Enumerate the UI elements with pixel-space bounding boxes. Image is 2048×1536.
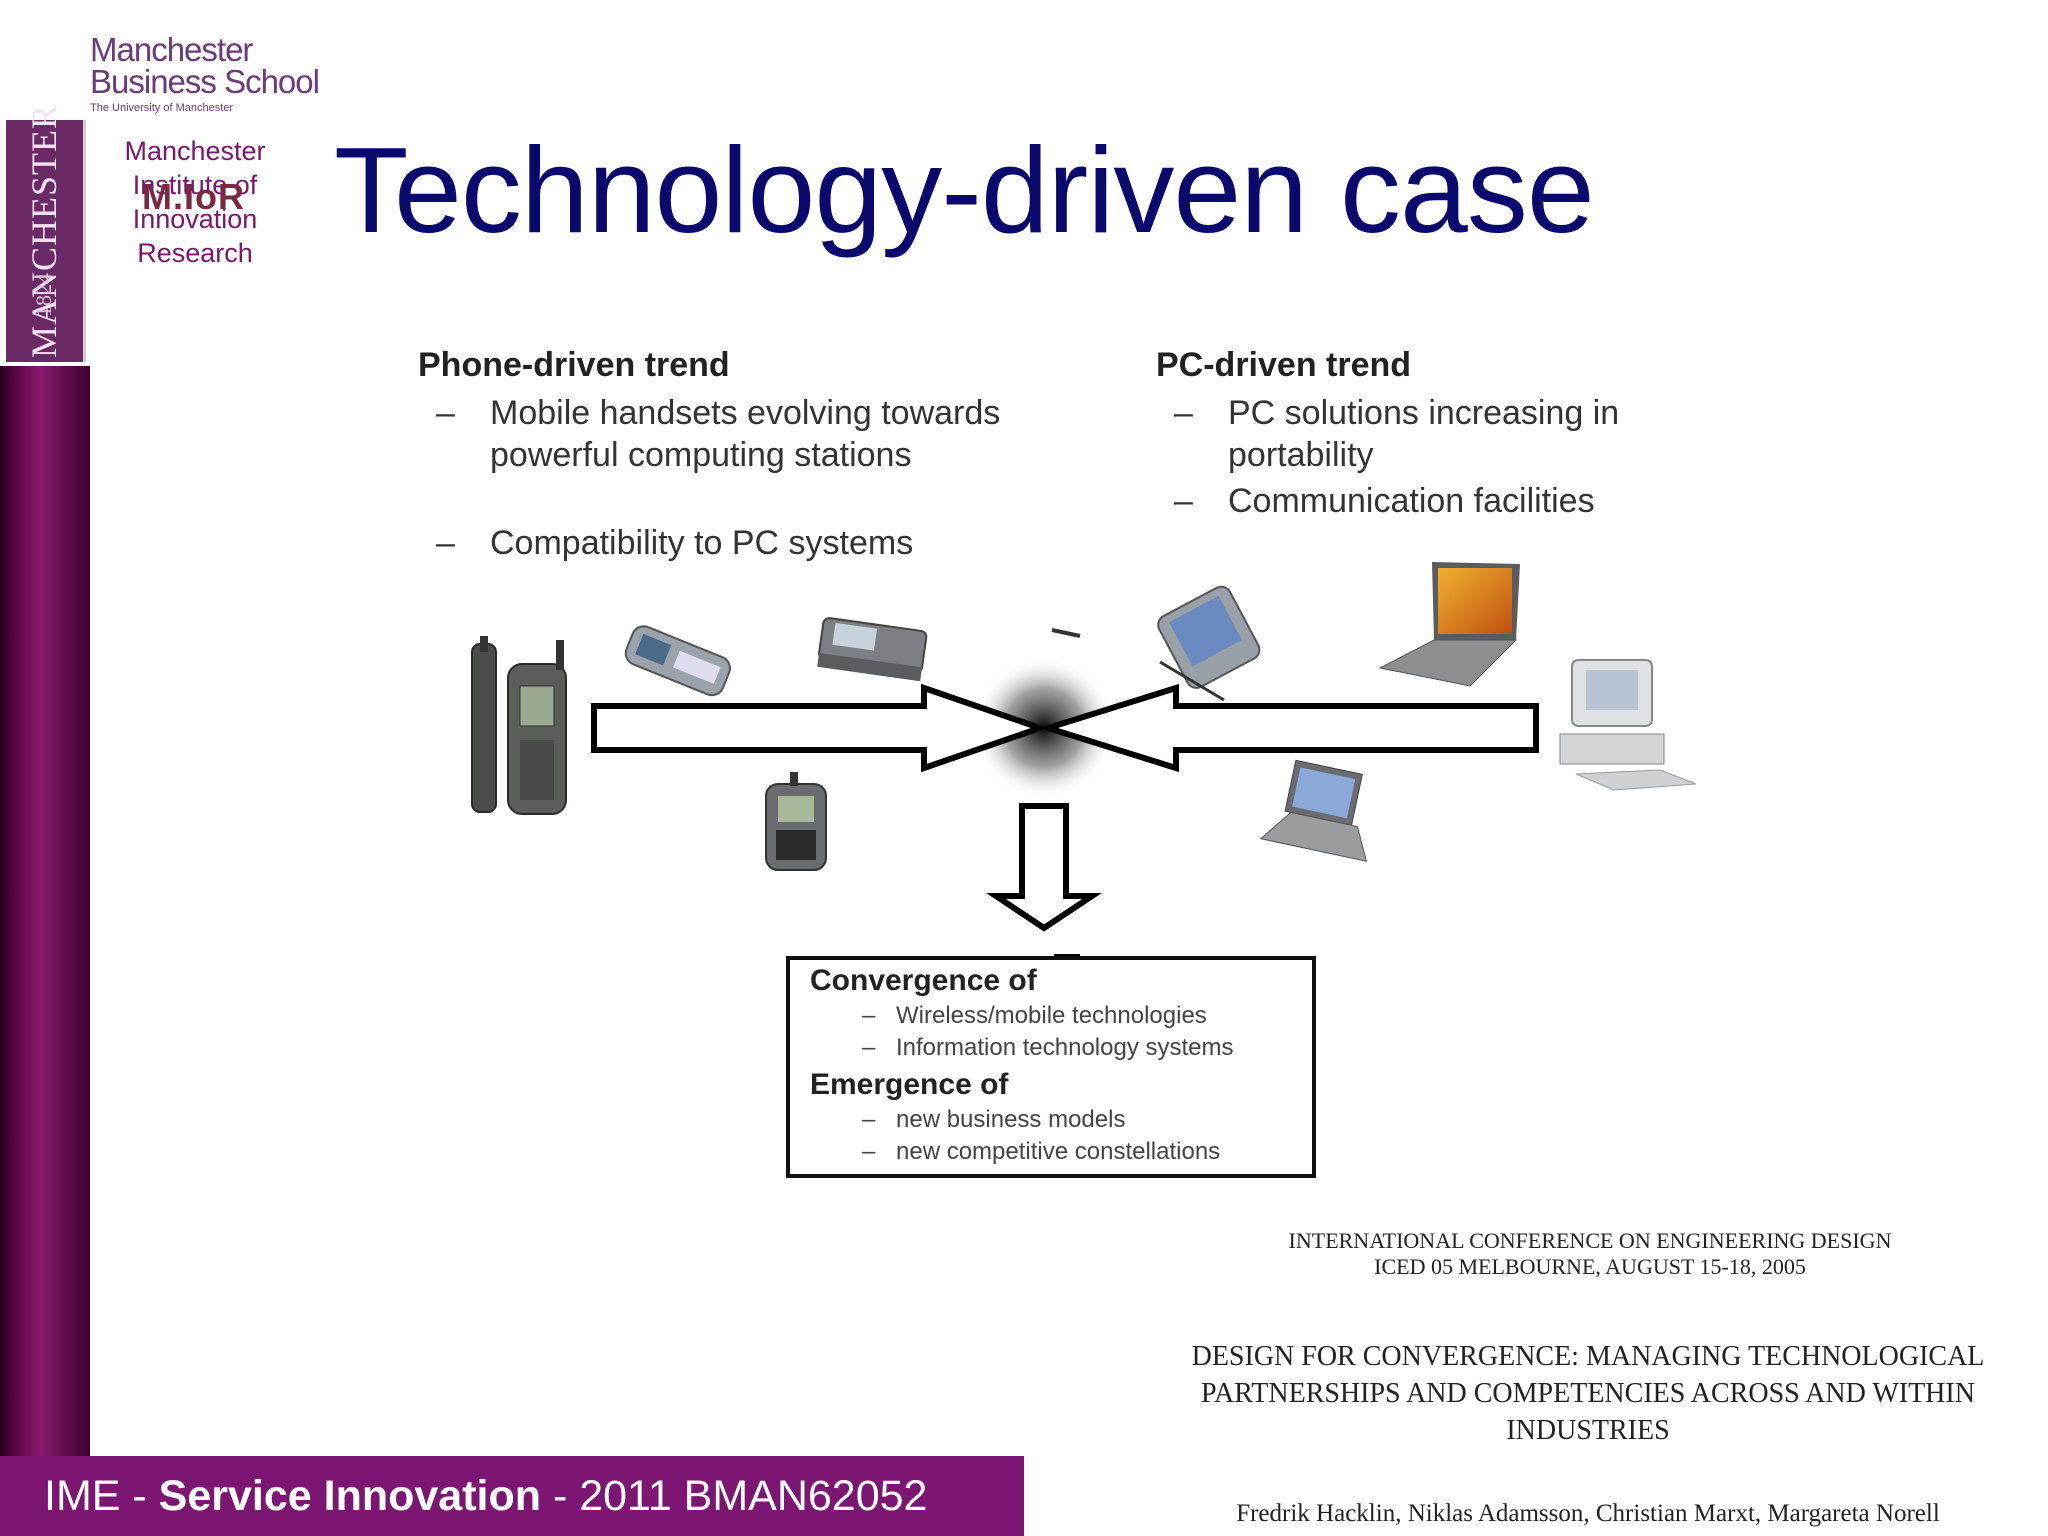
laptop-icon bbox=[1378, 562, 1520, 687]
phone-trend-bullet: –Compatibility to PC systems bbox=[436, 524, 914, 562]
convergence-diagram bbox=[471, 562, 1697, 958]
university-crest: MANCHESTER 1824 bbox=[6, 104, 86, 362]
emergence-heading: Emergence of bbox=[810, 1068, 1009, 1101]
mbs-logo-line1: Manchester bbox=[90, 31, 253, 68]
phone-trend-heading: Phone-driven trend bbox=[418, 346, 730, 384]
down-arrow bbox=[986, 803, 1102, 932]
mior-line: Research bbox=[137, 238, 253, 268]
mior-line: Institute of bbox=[132, 170, 258, 200]
desktop-pc-icon bbox=[1559, 659, 1697, 791]
smartphone-icon bbox=[817, 617, 928, 682]
mbs-logo-line3: The University of Manchester bbox=[90, 102, 234, 114]
footer-course: Service Innovation bbox=[158, 1472, 542, 1520]
pc-trend-bullet: –Communication facilities bbox=[1174, 482, 1595, 520]
convergence-box: Convergence of –Wireless/mobile technolo… bbox=[786, 956, 1316, 1178]
phone-trend-bullet: –Mobile handsets evolving towards powerf… bbox=[436, 394, 1001, 474]
footer-prefix: IME - bbox=[44, 1472, 159, 1520]
mbs-logo-line2: Business School bbox=[90, 63, 320, 100]
slide-title: Technology-driven case bbox=[334, 122, 1595, 258]
stroke-mark bbox=[1051, 628, 1081, 638]
flip-phone-icon bbox=[624, 625, 731, 697]
emergence-item: –new business models bbox=[862, 1106, 1126, 1133]
convergence-item: –Information technology systems bbox=[862, 1034, 1234, 1061]
paper-authors: Fredrik Hacklin, Niklas Adamsson, Christ… bbox=[1236, 1500, 1940, 1527]
convergence-item: –Wireless/mobile technologies bbox=[862, 1002, 1207, 1029]
mior-mark: M.IoR bbox=[142, 176, 245, 217]
left-decorative-bar bbox=[0, 366, 90, 1460]
footer-suffix: - 2011 BMAN62052 bbox=[541, 1472, 928, 1520]
mior-line: Manchester bbox=[124, 136, 266, 166]
paper-title: DESIGN FOR CONVERGENCE: MANAGING TECHNOL… bbox=[1191, 1341, 1985, 1446]
mior-logo: Manchester Institute of Innovation Resea… bbox=[110, 134, 280, 270]
blackberry-icon bbox=[765, 772, 827, 871]
mbs-logo: Manchester Business School The Universit… bbox=[90, 31, 330, 114]
footer-bar: IME - Service Innovation - 2011 BMAN6205… bbox=[0, 1456, 1024, 1536]
pc-arrow bbox=[1037, 683, 1539, 773]
pda-icon bbox=[1157, 585, 1261, 689]
conference-reference: INTERNATIONAL CONFERENCE ON ENGINEERING … bbox=[1288, 1228, 1892, 1279]
brick-phone-icon bbox=[471, 636, 567, 815]
stylus-icon bbox=[1159, 660, 1225, 702]
emergence-item: –new competitive constellations bbox=[862, 1138, 1221, 1165]
mior-line: Innovation bbox=[132, 204, 258, 234]
phone-arrow bbox=[591, 683, 1050, 773]
pc-trend-bullet: –PC solutions increasing in portability bbox=[1174, 394, 1620, 474]
convergence-heading: Convergence of bbox=[810, 964, 1037, 997]
notebook-icon bbox=[1259, 759, 1368, 862]
crest-year: 1824 bbox=[31, 273, 56, 317]
pc-trend-heading: PC-driven trend bbox=[1156, 346, 1412, 384]
